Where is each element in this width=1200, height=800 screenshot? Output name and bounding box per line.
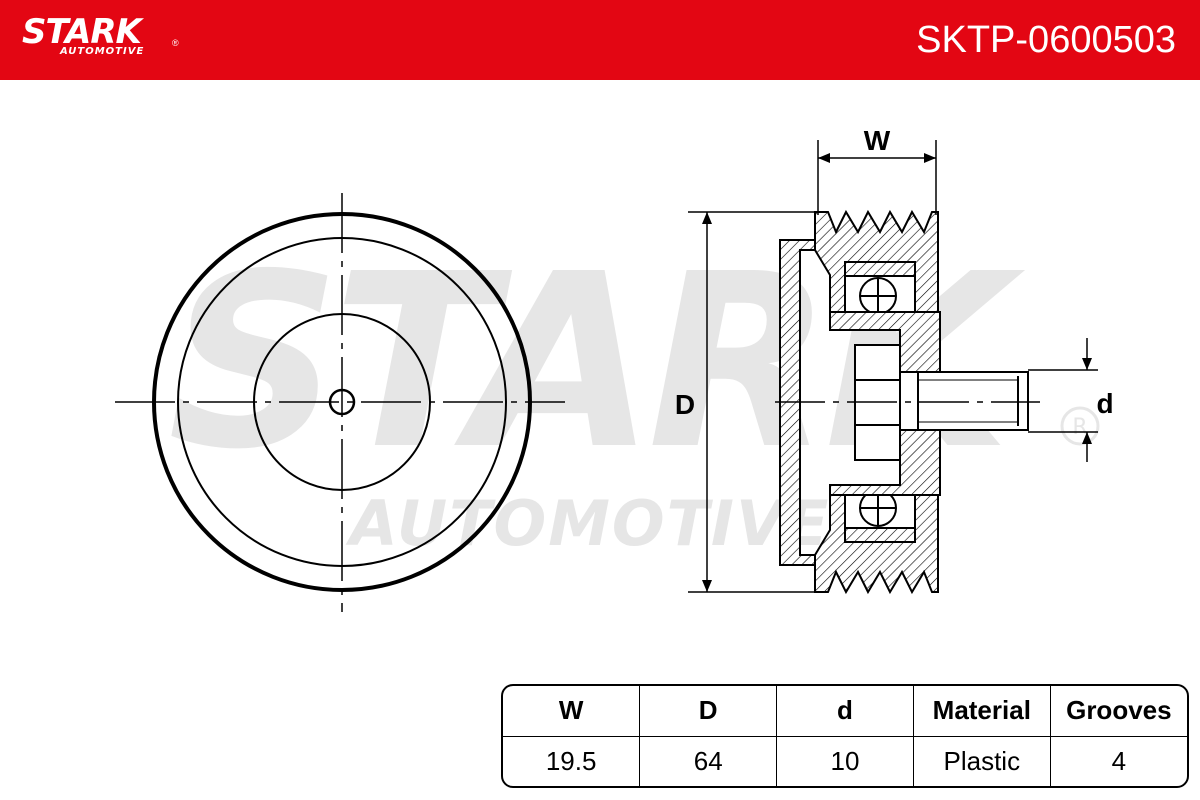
technical-drawing: STARK AUTOMOTIVE R xyxy=(115,125,1114,612)
specs-value-row: 19.5 64 10 Plastic 4 xyxy=(503,736,1187,786)
spec-value-d-outer: 64 xyxy=(639,736,777,786)
dim-shaft-arrow-top xyxy=(1082,358,1092,370)
spec-header-w: W xyxy=(503,686,640,737)
brand-subtitle: AUTOMOTIVE xyxy=(60,46,145,57)
bearing-lower-race xyxy=(844,527,916,543)
part-number: SKTP-0600503 xyxy=(916,19,1176,61)
dimensions: W D d xyxy=(675,125,1114,593)
dim-d-arrow-bottom xyxy=(702,580,712,592)
spec-header-material: Material xyxy=(912,686,1051,737)
dim-w-arrow-right xyxy=(924,153,936,163)
header-bar: STARK AUTOMOTIVE ® SKTP-0600503 xyxy=(0,0,1200,80)
spec-value-d-inner: 10 xyxy=(776,736,914,786)
bearing-upper-race xyxy=(844,261,916,277)
registered-mark: ® xyxy=(172,38,179,48)
dim-d-arrow-top xyxy=(702,212,712,224)
watermark-registered-circle xyxy=(1060,406,1100,446)
dim-shaft-label: d xyxy=(1096,388,1113,419)
dim-shaft-arrow-bottom xyxy=(1082,432,1092,444)
brand-name: STARK xyxy=(22,12,142,52)
spec-value-w: 19.5 xyxy=(545,745,597,776)
specs-header-row: W D d Material Grooves xyxy=(503,686,1187,737)
front-view xyxy=(115,193,565,612)
dim-w-label: W xyxy=(864,125,891,156)
side-view xyxy=(775,209,1040,595)
watermark-automotive: AUTOMOTIVE xyxy=(345,487,831,560)
watermark-registered: R xyxy=(1072,415,1087,440)
spec-header-d-inner: d xyxy=(776,686,914,737)
dim-d-label: D xyxy=(675,389,695,420)
bolt-shaft xyxy=(899,371,1029,431)
spec-header-grooves: Grooves xyxy=(1049,686,1187,737)
spec-header-d-outer: D xyxy=(639,686,777,737)
spec-value-material: Plastic xyxy=(912,736,1051,786)
dim-w-arrow-left xyxy=(818,153,830,163)
specs-table: W D d Material Grooves 19.5 64 10 Plasti… xyxy=(501,684,1189,788)
spec-value-grooves: 4 xyxy=(1049,736,1187,786)
brand-logo: STARK AUTOMOTIVE ® xyxy=(22,12,179,57)
